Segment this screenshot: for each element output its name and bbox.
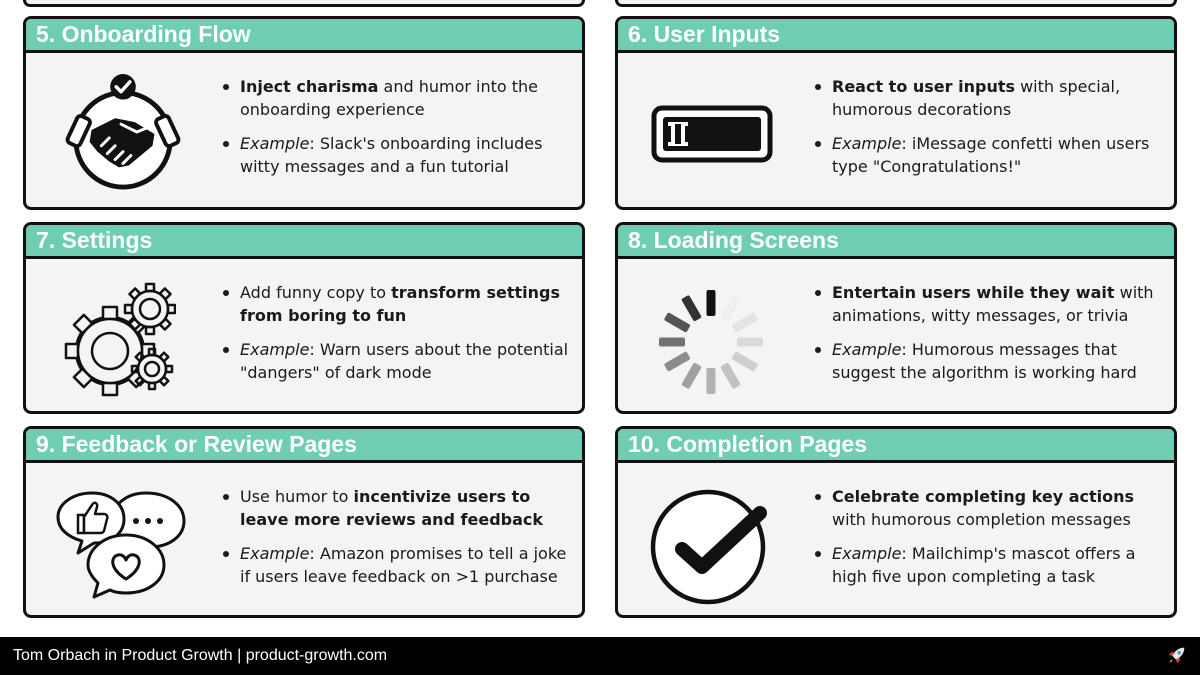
feedback-bubbles-icon [54, 487, 190, 601]
spinner-segment [706, 368, 716, 394]
bullet-list: Add funny copy to transform settings fro… [221, 281, 572, 395]
bullet-list: Entertain users while they wait with ani… [813, 281, 1164, 395]
bullet-point: Entertain users while they wait with ani… [813, 281, 1164, 327]
footer-bar: Tom Orbach in Product Growth | product-g… [0, 637, 1200, 675]
card-feedback-review-pages: 9. Feedback or Review Pages Use humor to… [23, 426, 585, 618]
spinner-segment [731, 351, 758, 372]
card-title: 9. Feedback or Review Pages [26, 429, 582, 463]
card-title: 8. Loading Screens [618, 225, 1174, 259]
bullet-point: Celebrate completing key actions with hu… [813, 485, 1164, 531]
example-bullet: Example: Mailchimp's mascot offers a hig… [813, 542, 1164, 588]
example-bullet: Example: Humorous messages that suggest … [813, 338, 1164, 384]
gears-icon [64, 281, 176, 397]
spinner-segment [737, 337, 763, 347]
card-completion-pages: 10. Completion Pages Celebrate completin… [615, 426, 1177, 618]
spinner-segment [706, 290, 716, 316]
previous-card-left-edge [23, 0, 585, 7]
spinner-segment [720, 362, 741, 389]
example-bullet: Example: iMessage confetti when users ty… [813, 132, 1164, 178]
spinner-segment [681, 295, 702, 322]
card-title: 5. Onboarding Flow [26, 19, 582, 53]
spinner-segment [664, 351, 691, 372]
spinner-segment [720, 295, 741, 322]
card-onboarding-flow: 5. Onboarding Flow Inject charisma and h… [23, 16, 585, 210]
previous-card-right-edge [615, 0, 1177, 7]
spinner-segment [659, 337, 685, 347]
bullet-point: Use humor to incentivize users to leave … [221, 485, 572, 531]
bullet-point: React to user inputs with special, humor… [813, 75, 1164, 121]
card-loading-screens: 8. Loading Screens Entertain users while… [615, 222, 1177, 414]
example-bullet: Example: Slack's onboarding includes wit… [221, 132, 572, 178]
footer-credit: Tom Orbach in Product Growth | product-g… [13, 647, 388, 664]
card-settings: 7. Settings [23, 222, 585, 414]
spinner-segment [731, 312, 758, 333]
loading-spinner-icon [654, 285, 768, 399]
checkmark-circle-icon [648, 487, 772, 611]
card-title: 10. Completion Pages [618, 429, 1174, 463]
spinner-segment [681, 362, 702, 389]
card-title: 7. Settings [26, 225, 582, 259]
bullet-point: Inject charisma and humor into the onboa… [221, 75, 572, 121]
bullet-list: React to user inputs with special, humor… [813, 75, 1164, 189]
bullet-list: Celebrate completing key actions with hu… [813, 485, 1164, 599]
card-user-inputs: 6. User Inputs React to user inputs with… [615, 16, 1177, 210]
handshake-icon [64, 73, 182, 191]
card-title: 6. User Inputs [618, 19, 1174, 53]
example-bullet: Example: Amazon promises to tell a joke … [221, 542, 572, 588]
example-bullet: Example: Warn users about the potential … [221, 338, 572, 384]
bullet-point: Add funny copy to transform settings fro… [221, 281, 572, 327]
bullet-list: Use humor to incentivize users to leave … [221, 485, 572, 599]
text-input-icon [651, 105, 773, 163]
spinner-segment [664, 312, 691, 333]
bullet-list: Inject charisma and humor into the onboa… [221, 75, 572, 189]
rocket-icon [1166, 644, 1188, 666]
